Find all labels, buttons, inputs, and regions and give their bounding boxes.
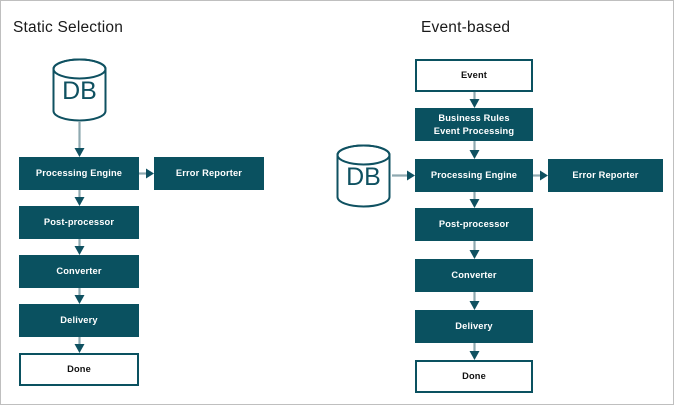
column-title-event-based: Event-based xyxy=(421,19,511,36)
node-label: Delivery xyxy=(455,321,493,332)
node-converter-eventbased[interactable]: Converter xyxy=(415,259,533,292)
node-delivery-static[interactable]: Delivery xyxy=(19,304,139,337)
node-event-eventbased[interactable]: Event xyxy=(415,59,533,92)
node-done-static[interactable]: Done xyxy=(19,353,139,386)
connector-processing-engine-to-error-reporter-static xyxy=(139,165,155,182)
node-label: Processing Engine xyxy=(35,168,123,179)
node-label: Error Reporter xyxy=(572,170,639,181)
connector-post-processor-to-converter-eventbased xyxy=(466,241,483,260)
node-post-processor-eventbased[interactable]: Post-processor xyxy=(415,208,533,241)
connector-converter-to-delivery-static xyxy=(71,288,88,305)
node-processing-engine-static[interactable]: Processing Engine xyxy=(19,157,139,190)
column-title-static-selection: Static Selection xyxy=(13,19,124,36)
connector-post-processor-to-converter-static xyxy=(71,239,88,256)
connector-delivery-to-done-static xyxy=(71,337,88,354)
connector-business-rules-to-processing-engine xyxy=(466,141,483,160)
db-cylinder-icon-eventbased: DB xyxy=(335,144,392,208)
node-label: Done xyxy=(462,371,486,382)
node-processing-engine-eventbased[interactable]: Processing Engine xyxy=(415,159,533,192)
node-label: Post-processor xyxy=(438,219,510,230)
db-label-static: DB xyxy=(62,77,97,105)
node-label: Done xyxy=(67,364,91,375)
node-label: Converter xyxy=(451,270,497,281)
node-label: Event xyxy=(460,70,488,81)
node-error-reporter-static[interactable]: Error Reporter xyxy=(154,157,264,190)
node-delivery-eventbased[interactable]: Delivery xyxy=(415,310,533,343)
connector-converter-to-delivery-eventbased xyxy=(466,292,483,311)
node-label: Post-processor xyxy=(43,217,115,228)
connector-delivery-to-done-eventbased xyxy=(466,343,483,361)
node-post-processor-static[interactable]: Post-processor xyxy=(19,206,139,239)
node-label: Processing Engine xyxy=(430,170,518,181)
connector-processing-engine-to-error-reporter-eventbased xyxy=(533,167,549,184)
node-label: Delivery xyxy=(60,315,98,326)
connector-event-to-business-rules xyxy=(466,92,483,109)
connector-processing-engine-to-post-processor-static xyxy=(71,190,88,207)
connector-processing-engine-to-post-processor-eventbased xyxy=(466,192,483,209)
db-cylinder-icon-static: DB xyxy=(51,58,108,122)
db-label-eventbased: DB xyxy=(346,163,381,191)
node-error-reporter-eventbased[interactable]: Error Reporter xyxy=(548,159,663,192)
node-label: Error Reporter xyxy=(175,168,243,179)
connector-db-to-processing-engine-eventbased xyxy=(392,167,416,184)
connector-db-to-processing-engine-static xyxy=(71,122,88,158)
node-converter-static[interactable]: Converter xyxy=(19,255,139,288)
node-done-eventbased[interactable]: Done xyxy=(415,360,533,393)
node-label: Converter xyxy=(56,266,102,277)
